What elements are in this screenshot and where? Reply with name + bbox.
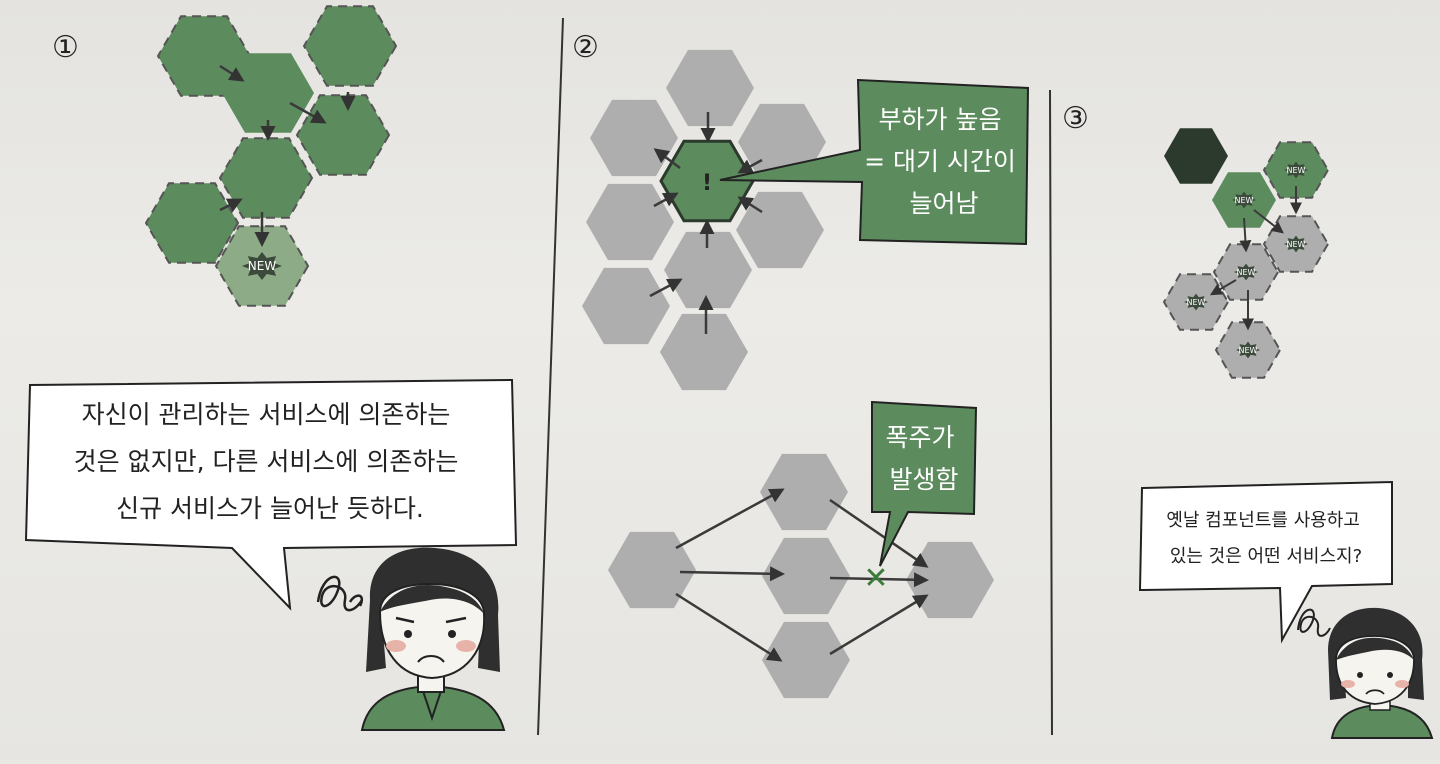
panel-1-number: ① — [52, 30, 79, 65]
panel-divider — [537, 17, 564, 736]
worried-woman — [360, 547, 506, 731]
new-badge: NEW — [1234, 263, 1258, 281]
panel-1-speech-bubble — [24, 378, 518, 611]
overloaded-service-hex — [659, 139, 755, 223]
callout-line: 폭주가 — [886, 423, 955, 452]
callout-line: 늘어남 — [909, 189, 978, 218]
runaway-flow-arrows — [675, 488, 929, 662]
callout-line: 부하가 높음 — [879, 105, 1002, 134]
dependency-arrow — [653, 192, 679, 208]
panel-1: ① NEW 자신이 관리하는 서비스에 의존하는 것은 없지만, 다른 서비스에… — [24, 5, 518, 731]
new-badge-label: NEW — [1287, 240, 1306, 249]
dependency-arrow — [653, 148, 681, 169]
panel-2-service-mesh — [582, 49, 826, 391]
new-badge-burst — [1236, 341, 1260, 359]
dependency-arrow — [829, 572, 929, 588]
service-hex — [218, 137, 314, 219]
service-hex — [222, 53, 314, 133]
panel-3-number: ③ — [1062, 101, 1089, 136]
speech-line: 옛날 컴포넌트를 사용하고 — [1166, 510, 1360, 531]
dependency-arrow — [829, 594, 929, 656]
speech-line: 신규 서비스가 늘어난 듯하다. — [116, 494, 424, 523]
service-hex — [762, 537, 850, 615]
dependency-arrow — [219, 64, 245, 82]
service-hex — [295, 94, 391, 176]
speech-line: 것은 없지만, 다른 서비스에 의존하는 — [74, 447, 459, 476]
runaway-callout-box — [871, 400, 978, 567]
dependency-arrow — [1239, 217, 1252, 253]
panel-1-service-cluster: NEW — [144, 5, 398, 307]
new-badge-label: NEW — [1235, 196, 1254, 205]
new-badge-label: NEW — [1237, 268, 1256, 277]
dependency-arrow — [219, 198, 243, 213]
service-hex — [586, 183, 674, 261]
service-hex — [608, 531, 696, 609]
service-hex — [144, 182, 240, 264]
legacy-component-hex — [1164, 128, 1228, 184]
dependency-arrow — [649, 278, 683, 298]
callout-line: = 대기 시간이 — [864, 147, 1016, 176]
new-badge: NEW — [1184, 293, 1208, 311]
new-badge-label: NEW — [1287, 166, 1306, 175]
new-badge: NEW — [1284, 235, 1308, 253]
dependency-arrow — [737, 196, 763, 214]
panel-1-dependency-arrows — [219, 64, 356, 247]
load-callout-box — [719, 78, 1030, 246]
speech-line: 자신이 관리하는 서비스에 의존하는 — [82, 400, 451, 429]
new-badge: NEW — [1232, 191, 1256, 209]
new-badge: NEW — [242, 252, 282, 280]
new-badge-label: NEW — [248, 259, 277, 273]
dependency-arrow — [679, 566, 785, 582]
service-hex — [660, 313, 748, 391]
new-badge-label: NEW — [1239, 346, 1258, 355]
panel-3: ③ NEW NEW NEW NEW NEW NEW 옛날 컴포넌트를 사용하고 있는 것은… — [1062, 101, 1434, 739]
sigh-squiggle-icon — [316, 575, 364, 612]
panel-3-service-cluster: NEW NEW NEW NEW NEW NEW — [1162, 128, 1330, 379]
load-callout-text: 부하가 높음 = 대기 시간이 늘어남 — [864, 105, 1024, 218]
panel-divider — [1049, 89, 1053, 736]
warning-icon: ! — [702, 171, 712, 196]
dependency-arrow — [737, 158, 763, 174]
service-hex — [666, 49, 754, 127]
new-badge-burst — [1232, 191, 1256, 209]
panel-3-speech-text: 옛날 컴포넌트를 사용하고 있는 것은 어떤 서비스지? — [1166, 510, 1365, 567]
panel-2: ② ! 부하가 높음 = 대기 시간이 늘어남 ✕ 폭주가 발생함 — [572, 30, 1030, 699]
new-badge: NEW — [1284, 161, 1308, 179]
new-badge-burst — [1284, 161, 1308, 179]
dependency-arrow — [829, 498, 929, 568]
new-badge-burst — [242, 252, 282, 280]
new-badge-burst — [1184, 293, 1208, 311]
panel-3-dependency-arrows — [1209, 186, 1302, 331]
worried-woman — [1328, 607, 1434, 739]
panel-2-dependency-arrows — [649, 112, 763, 334]
dependency-arrow — [1253, 209, 1284, 234]
new-badge: NEW — [1236, 341, 1260, 359]
service-hex — [302, 5, 398, 87]
service-hex — [590, 99, 678, 177]
service-hex — [664, 231, 752, 309]
new-badge-burst — [1234, 263, 1258, 281]
service-hex — [762, 621, 850, 699]
failure-x-icon: ✕ — [863, 561, 888, 596]
panel-3-speech-bubble — [1138, 480, 1393, 644]
new-badge-label: NEW — [1187, 298, 1206, 307]
dependency-arrow — [675, 592, 783, 662]
dependency-arrow — [1209, 279, 1237, 296]
panel-2-number: ② — [572, 30, 599, 65]
runaway-callout-text: 폭주가 발생함 — [886, 423, 963, 494]
speech-line: 있는 것은 어떤 서비스지? — [1170, 546, 1362, 567]
service-hex — [760, 453, 848, 531]
new-badge-burst — [1284, 235, 1308, 253]
dependency-arrow — [675, 488, 785, 550]
service-hex — [582, 267, 670, 345]
callout-line: 발생함 — [889, 465, 958, 494]
sigh-squiggle-icon — [1297, 608, 1331, 637]
service-hex — [736, 191, 824, 269]
dependency-arrow — [289, 101, 327, 124]
panel-1-speech-text: 자신이 관리하는 서비스에 의존하는 것은 없지만, 다른 서비스에 의존하는 … — [74, 400, 467, 523]
